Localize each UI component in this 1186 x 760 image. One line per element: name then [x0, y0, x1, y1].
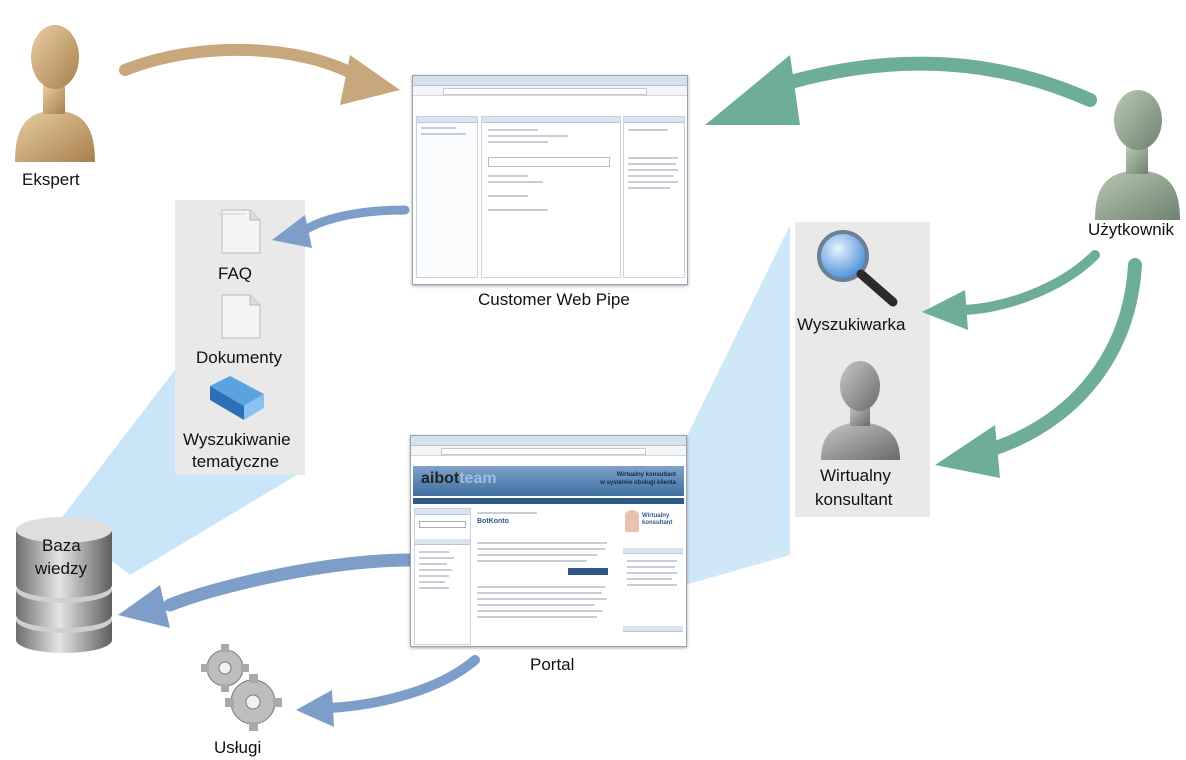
label-baza-2: wiedzy — [35, 559, 87, 578]
arrow-user-to-search-head — [922, 290, 968, 330]
portal-side-title-2: konsultant — [642, 520, 673, 526]
label-baza-1: Baza — [42, 536, 81, 555]
label-wyszukiwanie-2: tematyczne — [192, 452, 279, 471]
database-icon — [16, 517, 112, 653]
arrow-portal-to-uslugi-head — [296, 690, 334, 727]
label-faq: FAQ — [218, 264, 253, 283]
label-wirtualny-1: Wirtualny — [820, 466, 891, 485]
portal-logo: aibot — [421, 470, 460, 487]
arrow-user-to-pipe — [773, 56, 1097, 107]
portal-logo-suffix: team — [459, 470, 497, 487]
label-portal: Portal — [530, 655, 575, 674]
arrow-portal-to-baza — [163, 553, 417, 612]
arrow-user-to-consultant-head — [935, 425, 1000, 478]
label-wyszukiwarka: Wyszukiwarka — [797, 315, 906, 334]
arrow-portal-to-uslugi — [325, 655, 480, 713]
portal-side-title-1: Wirtualny — [642, 513, 670, 519]
label-dokumenty: Dokumenty — [196, 348, 282, 367]
wyszukiwanie-folder-icon — [210, 376, 264, 420]
expert-icon — [15, 25, 95, 162]
label-ekspert: Ekspert — [22, 170, 80, 189]
label-uslugi: Usługi — [214, 738, 262, 757]
faq-document-icon — [218, 209, 261, 254]
magnifier-icon — [817, 230, 898, 307]
portal-screenshot: aibotteam Wirtualny konsultant w systemi… — [410, 435, 687, 647]
label-wyszukiwanie-1: Wyszukiwanie — [183, 430, 291, 449]
portal-page-heading: BotKonto — [477, 518, 509, 525]
portal-headline-2: w systemie obsługi klienta — [600, 480, 676, 486]
dokumenty-document-icon — [221, 294, 261, 339]
arrow-expert-to-pipe — [119, 43, 361, 81]
portal-headline-1: Wirtualny konsultant — [616, 472, 676, 478]
arrow-user-to-consultant — [983, 258, 1142, 457]
label-wirtualny-2: konsultant — [815, 490, 893, 509]
label-uzytkownik: Użytkownik — [1088, 220, 1174, 239]
arrow-pipe-to-faq-head — [272, 215, 312, 248]
user-icon — [1095, 90, 1180, 220]
gears-icon — [201, 644, 282, 731]
arrow-user-to-search — [955, 250, 1100, 315]
arrow-portal-to-baza-head — [118, 585, 170, 628]
virtual-consultant-icon — [821, 361, 900, 460]
customer-web-pipe-screenshot — [412, 75, 688, 285]
beam-right — [685, 225, 790, 585]
arrow-pipe-to-faq — [300, 205, 410, 235]
arrow-expert-to-pipe-head — [340, 55, 400, 105]
label-customer-web-pipe: Customer Web Pipe — [478, 290, 630, 309]
portal-banner: aibotteam Wirtualny konsultant w systemi… — [413, 466, 684, 496]
arrow-user-to-pipe-head — [705, 55, 800, 125]
